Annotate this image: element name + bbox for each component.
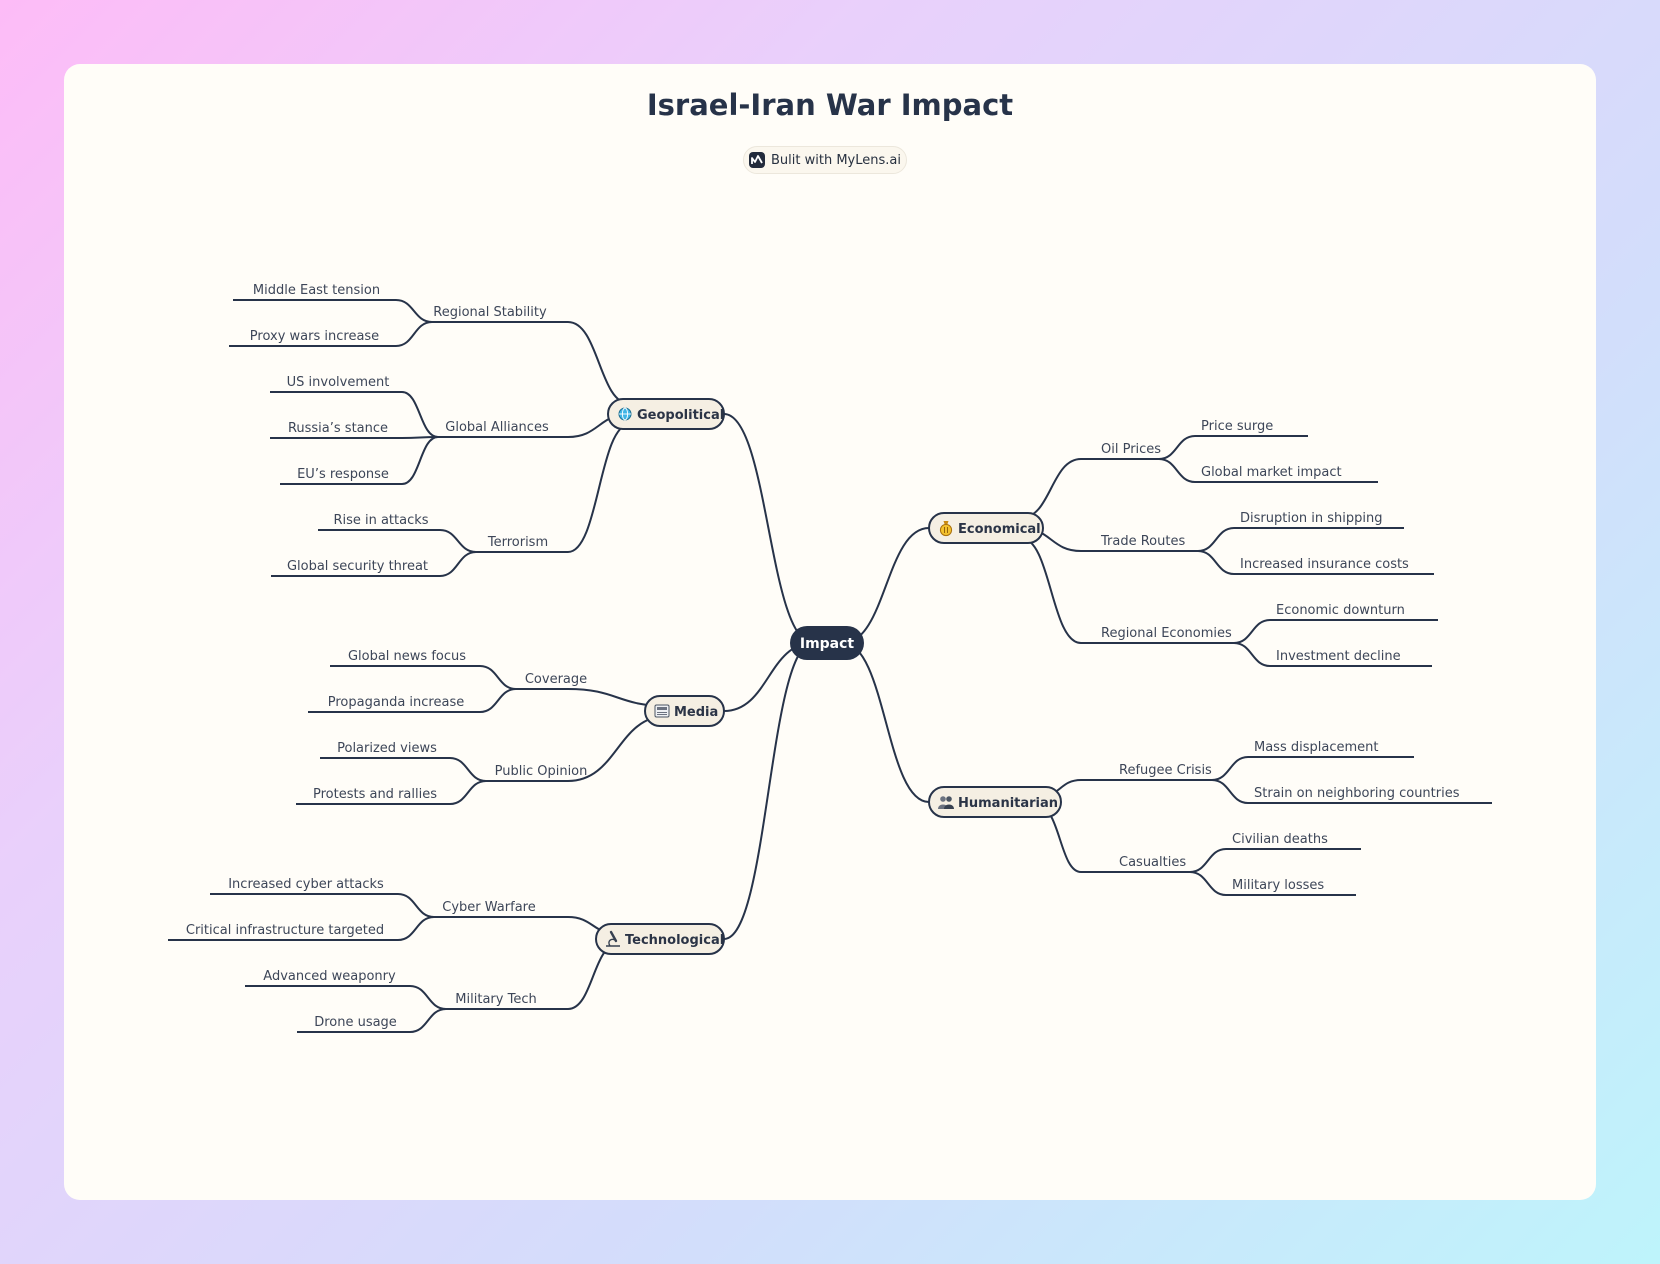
leaf-military-losses-connector	[1189, 871, 1227, 896]
category-regional-economies-connector	[1020, 537, 1082, 644]
category-oil-prices-label: Oil Prices	[1101, 442, 1161, 457]
branch-economical-pill	[928, 512, 1044, 544]
leaf-russias-stance: Russia’s stance	[288, 421, 388, 436]
leaf-drone-usage: Drone usage	[314, 1015, 397, 1030]
branch-humanitarian-label: Humanitarian	[958, 796, 1058, 811]
branch-technological-label: Technological	[625, 933, 724, 948]
leaf-rise-in-attacks-connector	[439, 529, 477, 553]
branch-geopolitical-pill	[607, 398, 725, 430]
page-title: Israel-Iran War Impact	[646, 88, 1014, 122]
leaf-increased-insurance-costs: Increased insurance costs	[1240, 557, 1409, 572]
leaf-global-news-focus-connector	[479, 665, 517, 690]
root-node[interactable]: Impact	[790, 626, 864, 660]
branch-humanitarian-pill	[928, 786, 1062, 818]
leaf-global-security-threat-connector	[439, 551, 477, 577]
leaf-disruption-in-shipping: Disruption in shipping	[1240, 511, 1382, 526]
branch-geopolitical[interactable]: Geopolitical	[607, 398, 725, 430]
branch-media[interactable]: Media	[644, 695, 725, 727]
leaf-global-security-threat: Global security threat	[287, 559, 428, 574]
branch-geopolitical-label: Geopolitical	[637, 408, 724, 423]
mind-map-connectors	[168, 299, 1492, 1033]
leaf-propaganda-increase: Propaganda increase	[328, 695, 464, 710]
leaf-advanced-weaponry-connector	[409, 985, 447, 1010]
category-regional-stability-label: Regional Stability	[433, 305, 547, 320]
branch-media-pill	[644, 695, 725, 727]
leaf-price-surge: Price surge	[1201, 419, 1273, 434]
root-node-pill	[790, 626, 864, 660]
leaf-polarized-views: Polarized views	[337, 741, 437, 756]
category-casualties-label: Casualties	[1119, 855, 1186, 870]
leaf-global-news-focus: Global news focus	[348, 649, 466, 664]
newspaper-icon	[654, 704, 670, 718]
leaf-mass-displacement-connector	[1211, 756, 1249, 781]
leaf-civilian-deaths-connector	[1189, 848, 1227, 873]
branch-economical[interactable]: Economical	[928, 512, 1044, 544]
category-terrorism-label: Terrorism	[487, 535, 548, 550]
leaf-price-surge-connector	[1158, 435, 1196, 460]
leaf-protests-and-rallies-connector	[449, 780, 487, 805]
leaf-proxy-wars-increase-connector	[395, 321, 433, 347]
leaf-advanced-weaponry: Advanced weaponry	[263, 969, 396, 984]
category-regional-economies-label: Regional Economies	[1101, 626, 1232, 641]
branch-media-label: Media	[674, 705, 718, 720]
leaf-mass-displacement: Mass displacement	[1254, 740, 1378, 755]
leaf-polarized-views-connector	[449, 757, 487, 782]
leaf-protests-and-rallies: Protests and rallies	[313, 787, 437, 802]
leaf-drone-usage-connector	[409, 1008, 447, 1033]
leaf-critical-infrastructure-targeted-connector	[397, 916, 435, 941]
root-node-label: Impact	[800, 636, 855, 652]
built-with-badge[interactable]: Bulit with MyLens.ai	[743, 146, 907, 174]
category-regional-stability-connector	[567, 321, 631, 405]
category-public-opinion-label: Public Opinion	[495, 764, 588, 779]
leaf-economic-downturn-connector	[1233, 619, 1271, 644]
branch-geopolitical-connector	[723, 413, 814, 644]
category-coverage-label: Coverage	[525, 672, 587, 687]
leaf-increased-cyber-attacks-connector	[397, 893, 435, 918]
microscope-icon	[606, 930, 620, 947]
leaf-global-market-impact: Global market impact	[1201, 465, 1342, 480]
leaf-propaganda-increase-connector	[479, 688, 517, 713]
branch-economical-connector	[842, 527, 930, 644]
leaf-proxy-wars-increase: Proxy wars increase	[250, 329, 379, 344]
leaf-civilian-deaths: Civilian deaths	[1232, 832, 1328, 847]
branch-economical-label: Economical	[958, 522, 1041, 537]
category-cyber-warfare-label: Cyber Warfare	[442, 900, 535, 915]
leaf-military-losses: Military losses	[1232, 878, 1324, 893]
branch-humanitarian-connector	[842, 642, 930, 803]
category-military-tech-label: Military Tech	[455, 992, 536, 1007]
category-oil-prices-connector	[1020, 458, 1082, 519]
branch-technological[interactable]: Technological	[595, 923, 725, 955]
leaf-increased-insurance-costs-connector	[1197, 550, 1235, 575]
leaf-economic-downturn: Economic downturn	[1276, 603, 1405, 618]
branch-technological-connector	[723, 642, 814, 940]
leaf-eus-response: EU’s response	[297, 467, 389, 482]
leaf-global-market-impact-connector	[1158, 458, 1196, 483]
leaf-us-involvement: US involvement	[287, 375, 390, 390]
category-global-alliances-label: Global Alliances	[445, 420, 549, 435]
leaf-increased-cyber-attacks: Increased cyber attacks	[228, 877, 384, 892]
leaf-investment-decline: Investment decline	[1276, 649, 1401, 664]
leaf-investment-decline-connector	[1233, 642, 1271, 667]
people-icon	[938, 796, 954, 809]
leaf-rise-in-attacks: Rise in attacks	[333, 513, 428, 528]
leaf-eus-response-connector	[401, 436, 439, 485]
mind-map-nodes: Impact Geopolitical Regional Stability Midd…	[186, 283, 1460, 1030]
leaf-critical-infrastructure-targeted: Critical infrastructure targeted	[186, 923, 384, 938]
leaf-disruption-in-shipping-connector	[1197, 527, 1235, 552]
badge-label: Bulit with MyLens.ai	[771, 152, 901, 168]
mylens-logo-icon	[749, 152, 766, 168]
leaf-middle-east-tension-connector	[395, 299, 433, 323]
leaf-strain-on-neighboring-countries-connector	[1211, 779, 1249, 804]
leaf-middle-east-tension: Middle East tension	[253, 283, 380, 298]
branch-technological-pill	[595, 923, 725, 955]
leaf-strain-on-neighboring-countries: Strain on neighboring countries	[1254, 786, 1460, 801]
category-trade-routes-label: Trade Routes	[1100, 534, 1185, 549]
category-refugee-crisis-label: Refugee Crisis	[1119, 763, 1212, 778]
globe-icon	[618, 407, 632, 421]
money-bag-icon	[939, 521, 953, 537]
branch-humanitarian[interactable]: Humanitarian	[928, 786, 1062, 818]
category-terrorism-connector	[567, 423, 631, 553]
leaf-us-involvement-connector	[401, 391, 439, 438]
